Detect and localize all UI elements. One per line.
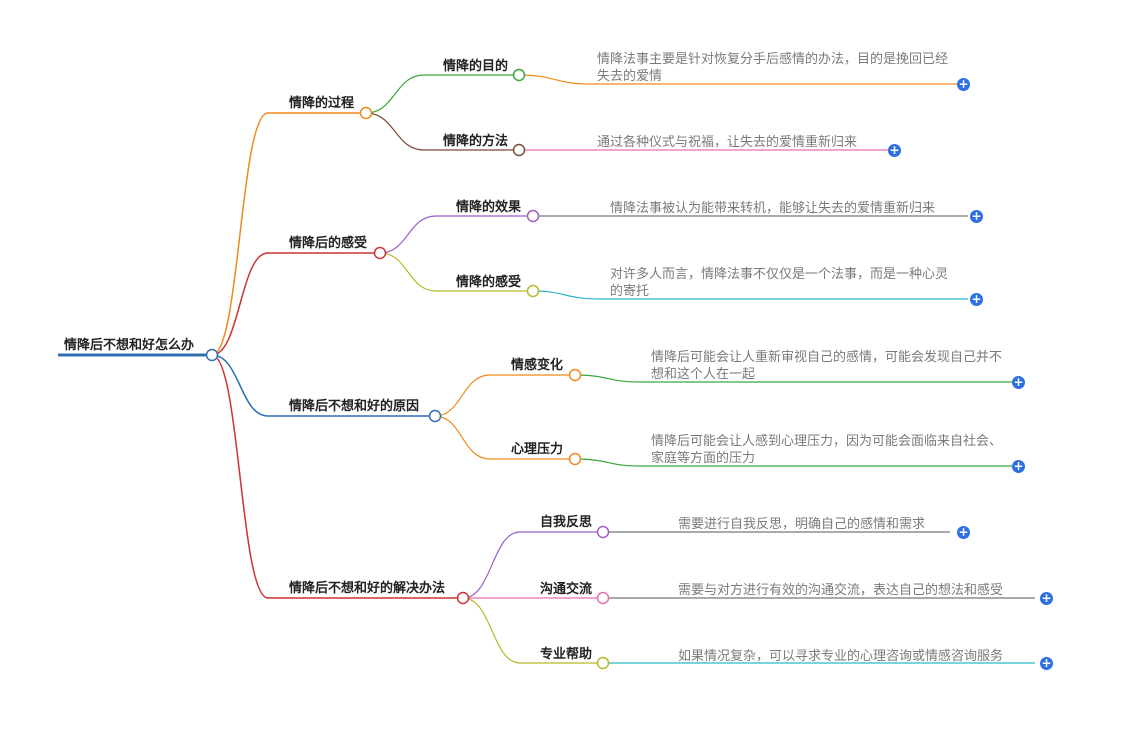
edge-root-branch-4 bbox=[211, 354, 463, 599]
child-4-1-node[interactable]: 自我反思 bbox=[540, 515, 593, 530]
root-toggle[interactable] bbox=[205, 348, 219, 362]
branch-4-node[interactable]: 情降后不想和好的解决办法 bbox=[289, 581, 446, 596]
edge-b1-c2 bbox=[365, 112, 519, 151]
edge-leaf-1 bbox=[518, 74, 957, 85]
plus-circle-icon[interactable]: + bbox=[957, 77, 970, 91]
child-4-2-node[interactable]: 沟通交流 bbox=[540, 582, 593, 597]
child-3-2-node[interactable]: 心理压力 bbox=[511, 442, 564, 457]
leaf-text-1-1: 情降法事主要是针对恢复分手后感情的办法，目的是挽回已经失去的爱情 bbox=[597, 52, 949, 84]
child-4-3-toggle[interactable] bbox=[596, 656, 610, 670]
edge-b4-c3 bbox=[462, 597, 603, 664]
plus-circle-icon[interactable]: + bbox=[1012, 459, 1025, 473]
branch-1-toggle[interactable] bbox=[359, 106, 373, 120]
leaf-text-2-1: 情降法事被认为能带来转机，能够让失去的爱情重新归来 bbox=[610, 201, 936, 216]
edge-root-branch-3 bbox=[211, 354, 435, 417]
leaf-text-4-3: 如果情况复杂，可以寻求专业的心理咨询或情感咨询服务 bbox=[678, 649, 1004, 664]
child-1-1-node[interactable]: 情降的目的 bbox=[443, 59, 509, 74]
branch-3-node[interactable]: 情降后不想和好的原因 bbox=[289, 399, 420, 414]
leaf-text-4-1: 需要进行自我反思，明确自己的感情和需求 bbox=[678, 517, 926, 532]
edge-root-branch-2 bbox=[211, 252, 380, 356]
leaf-text-3-1: 情降后可能会让人重新审视自己的感情，可能会发现自己并不想和这个人在一起 bbox=[651, 350, 1003, 382]
edge-root-branch-1 bbox=[211, 112, 366, 356]
plus-circle-icon[interactable]: + bbox=[1040, 591, 1053, 605]
edge-b4-c1 bbox=[462, 531, 603, 599]
child-4-3-node[interactable]: 专业帮助 bbox=[540, 647, 593, 662]
edge-b3-c2 bbox=[434, 415, 575, 460]
plus-circle-icon[interactable]: + bbox=[1012, 375, 1025, 389]
edge-leaf-6 bbox=[574, 458, 1012, 467]
child-2-2-node[interactable]: 情降的感受 bbox=[456, 275, 522, 290]
root-node[interactable]: 情降后不想和好怎么办 bbox=[64, 338, 195, 353]
child-2-1-node[interactable]: 情降的效果 bbox=[456, 200, 522, 215]
leaf-text-1-2: 通过各种仪式与祝福，让失去的爱情重新归来 bbox=[597, 135, 858, 150]
child-2-1-toggle[interactable] bbox=[526, 209, 540, 223]
edge-leaf-4 bbox=[532, 290, 968, 300]
plus-circle-icon[interactable]: + bbox=[1040, 656, 1053, 670]
branch-1-node[interactable]: 情降的过程 bbox=[289, 96, 355, 111]
child-1-1-toggle[interactable] bbox=[512, 68, 526, 82]
child-2-2-toggle[interactable] bbox=[526, 284, 540, 298]
child-1-2-toggle[interactable] bbox=[512, 143, 526, 157]
child-1-2-node[interactable]: 情降的方法 bbox=[443, 134, 509, 149]
branch-3-toggle[interactable] bbox=[428, 409, 442, 423]
child-3-1-toggle[interactable] bbox=[568, 368, 582, 382]
edge-b2-c2 bbox=[379, 252, 533, 292]
edge-b1-c1 bbox=[365, 74, 519, 114]
plus-circle-icon[interactable]: + bbox=[888, 143, 901, 157]
plus-circle-icon[interactable]: + bbox=[970, 292, 983, 306]
edge-leaf-5 bbox=[574, 374, 1012, 383]
branch-4-toggle[interactable] bbox=[456, 591, 470, 605]
child-3-2-toggle[interactable] bbox=[568, 452, 582, 466]
plus-circle-icon[interactable]: + bbox=[970, 209, 983, 223]
plus-circle-icon[interactable]: + bbox=[957, 525, 970, 539]
edge-b3-c1 bbox=[434, 374, 575, 417]
leaf-text-4-2: 需要与对方进行有效的沟通交流，表达自己的想法和感受 bbox=[678, 583, 1004, 598]
leaf-text-2-2: 对许多人而言，情降法事不仅仅是一个法事，而是一种心灵的寄托 bbox=[610, 267, 949, 299]
branch-2-toggle[interactable] bbox=[373, 246, 387, 260]
child-4-1-toggle[interactable] bbox=[596, 525, 610, 539]
edge-b2-c1 bbox=[379, 215, 533, 254]
branch-2-node[interactable]: 情降后的感受 bbox=[289, 236, 368, 251]
child-3-1-node[interactable]: 情感变化 bbox=[511, 358, 564, 373]
leaf-text-3-2: 情降后可能会让人感到心理压力，因为可能会面临来自社会、家庭等方面的压力 bbox=[651, 434, 1003, 466]
child-4-2-toggle[interactable] bbox=[596, 591, 610, 605]
